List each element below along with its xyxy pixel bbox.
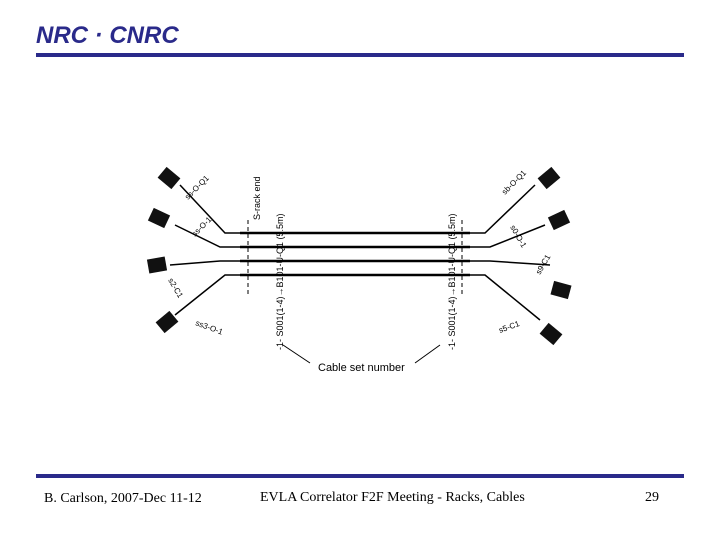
right-connector-4: s5-C1 xyxy=(498,319,522,335)
footer-rule xyxy=(36,474,684,478)
plug xyxy=(155,310,179,334)
left-plugs xyxy=(146,166,181,334)
nrc-cnrc-logo: NRC · CNRC xyxy=(36,22,179,49)
footer-author-date: B. Carlson, 2007-Dec 11-12 xyxy=(44,491,202,506)
plug xyxy=(537,166,561,190)
right-plugs xyxy=(537,166,572,346)
plug xyxy=(550,280,572,300)
right-cable-label: -1- S001(1-4)→B101-U-Q1 (5.5m) xyxy=(447,213,457,350)
left-connector-1: ss-O-Q1 xyxy=(183,173,211,201)
right-connector-1: sb-O-Q1 xyxy=(500,168,528,196)
footer-title: EVLA Correlator F2F Meeting - Racks, Cab… xyxy=(260,490,525,505)
left-fanout xyxy=(169,184,240,316)
plug xyxy=(539,322,563,346)
left-rack-end-label: S-rack end xyxy=(252,176,262,220)
left-cable-label: -1- S001(1-4)→B101-U-Q1 (5.5m) xyxy=(275,213,285,350)
header-rule xyxy=(36,53,684,57)
cable-diagram: ss-O-Q1 ss-O-1 s2-C1 ss3-O-1 sb-O-Q1 s0-… xyxy=(146,166,572,374)
plug xyxy=(146,256,168,274)
right-connector-2: s0-O-1 xyxy=(508,224,528,250)
plug xyxy=(147,207,171,229)
plug xyxy=(547,209,571,231)
cable-bundle xyxy=(240,231,470,277)
plug xyxy=(157,166,181,190)
callout-arrows xyxy=(282,344,441,364)
left-connector-4: ss3-O-1 xyxy=(194,318,224,336)
page-number: 29 xyxy=(645,490,659,505)
logo-text: NRC · CNRC xyxy=(36,22,179,49)
cable-set-number-callout: Cable set number xyxy=(318,362,405,374)
left-connector-3: s2-C1 xyxy=(166,277,185,300)
right-fanout xyxy=(470,184,551,321)
rack-end-markers xyxy=(247,220,463,295)
